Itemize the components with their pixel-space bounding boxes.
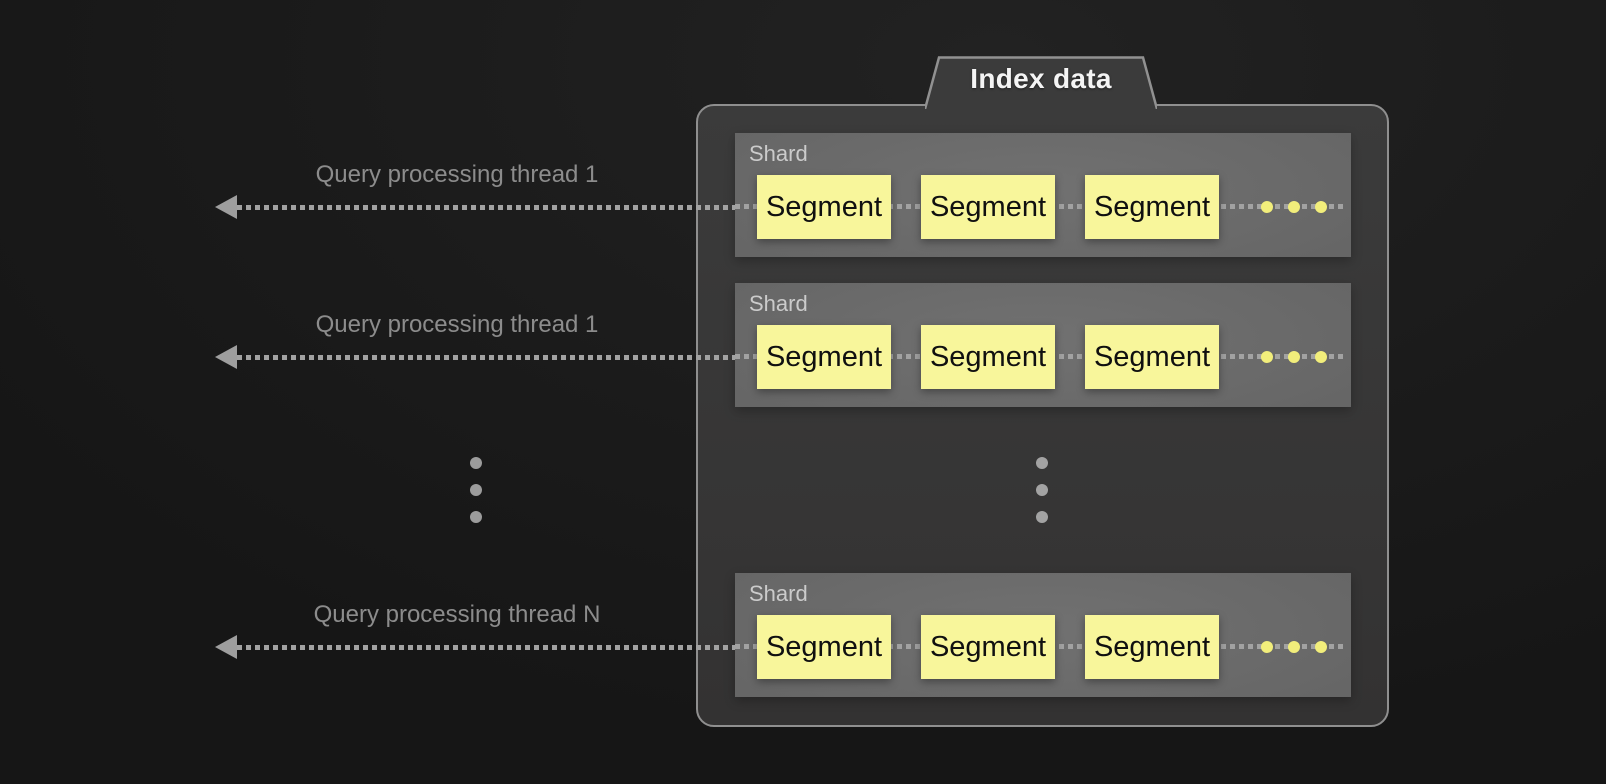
shard-label: Shard <box>749 581 808 606</box>
segment-box: Segment <box>1085 615 1219 679</box>
shard-label: Shard <box>749 141 808 166</box>
more-segments-dot <box>1288 201 1300 213</box>
more-segments-dot <box>1261 641 1273 653</box>
arrow-left-icon <box>215 195 237 219</box>
shard-label: Shard <box>749 291 808 316</box>
segment-box: Segment <box>921 325 1055 389</box>
more-threads-ellipsis <box>470 457 482 523</box>
ellipsis-dot <box>1036 511 1048 523</box>
segment-box: Segment <box>757 615 891 679</box>
thread-label: Query processing thread N <box>313 601 601 628</box>
ellipsis-dot <box>470 484 482 496</box>
thread-label: Query processing thread 1 <box>315 161 599 188</box>
query-arrow-dotted-line <box>237 205 735 210</box>
more-segments-dot <box>1288 641 1300 653</box>
shard-box: Shard Segment Segment Segment <box>735 573 1351 697</box>
index-data-tab <box>925 56 1157 109</box>
ellipsis-dot <box>470 511 482 523</box>
segment-box: Segment <box>921 175 1055 239</box>
more-segments-dot <box>1315 641 1327 653</box>
tab-outline-shape <box>925 56 1157 109</box>
shard-box: Shard Segment Segment Segment <box>735 283 1351 407</box>
more-shards-ellipsis <box>1036 457 1048 523</box>
segment-box: Segment <box>1085 175 1219 239</box>
more-segments-dot <box>1315 201 1327 213</box>
more-segments-dot <box>1261 201 1273 213</box>
ellipsis-dot <box>470 457 482 469</box>
segment-box: Segment <box>757 325 891 389</box>
query-arrow-dotted-line <box>237 645 735 650</box>
more-segments-dot <box>1288 351 1300 363</box>
more-segments-dot <box>1315 351 1327 363</box>
segment-box: Segment <box>757 175 891 239</box>
thread-label: Query processing thread 1 <box>315 311 599 338</box>
panel-title: Index data <box>970 63 1112 94</box>
arrow-left-icon <box>215 345 237 369</box>
segment-box: Segment <box>921 615 1055 679</box>
more-segments-dot <box>1261 351 1273 363</box>
query-arrow-dotted-line <box>237 355 735 360</box>
arrow-left-icon <box>215 635 237 659</box>
ellipsis-dot <box>1036 457 1048 469</box>
shard-box: Shard Segment Segment Segment <box>735 133 1351 257</box>
ellipsis-dot <box>1036 484 1048 496</box>
segment-box: Segment <box>1085 325 1219 389</box>
